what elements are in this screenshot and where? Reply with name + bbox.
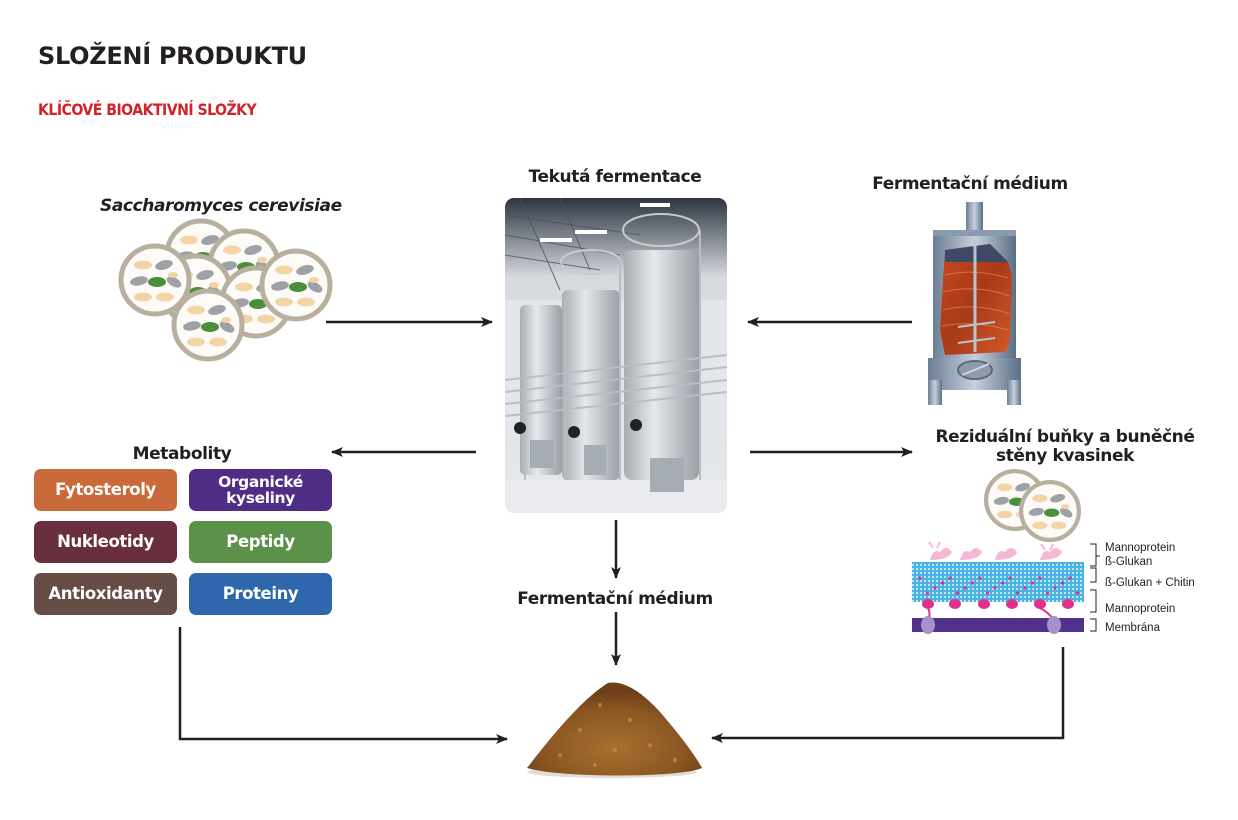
chitin-dot bbox=[1060, 581, 1065, 585]
flow-arrows bbox=[178, 317, 1065, 744]
liquid-fermentation-label: Tekutá fermentace bbox=[528, 167, 702, 187]
metabolite-box-peptidy: Peptidy bbox=[189, 521, 332, 563]
residual-cells-label-line2: stěny kvasinek bbox=[995, 446, 1135, 466]
chitin-dot bbox=[1015, 591, 1020, 595]
chitin-dot bbox=[1008, 576, 1012, 580]
cell-wall-label-glucan: ß-Glukan bbox=[1105, 556, 1153, 568]
chitin-dot bbox=[1053, 586, 1057, 590]
chitin-dot bbox=[1023, 586, 1027, 590]
chitin-dot bbox=[933, 586, 937, 590]
chitin-dot bbox=[948, 576, 952, 580]
chitin-dot bbox=[978, 576, 982, 580]
chitin-dot bbox=[940, 581, 945, 585]
metabolites-label: Metabolity bbox=[132, 444, 232, 464]
yeast-cells-cluster-icon bbox=[121, 221, 330, 359]
yeast-cells-pair-icon bbox=[986, 471, 1079, 540]
section-subtitle: KLÍČOVÉ BIOAKTIVNÍ SLOŽKY bbox=[38, 100, 257, 119]
cell-wall-diagram bbox=[912, 541, 1100, 634]
chitin-dot bbox=[985, 591, 990, 595]
chitin-dot bbox=[1068, 576, 1072, 580]
fermentation-medium-bottom-label: Fermentační médium bbox=[517, 589, 713, 609]
yeast-cell bbox=[174, 291, 242, 359]
fermentation-tanks-photo bbox=[505, 198, 727, 513]
chitin-dot bbox=[925, 591, 930, 595]
metabolite-box-antioxidanty: Antioxidanty bbox=[34, 573, 177, 615]
cell-wall-label-membrane: Membrána bbox=[1105, 622, 1160, 634]
arrow-residual-to-product bbox=[711, 647, 1065, 743]
chitin-dot bbox=[1030, 581, 1035, 585]
chitin-dot bbox=[1075, 591, 1080, 595]
metabolite-box-organicke-kyseliny: Organické kyseliny bbox=[189, 469, 332, 511]
chitin-dot bbox=[1000, 581, 1005, 585]
yeast-cell bbox=[1021, 482, 1079, 540]
chitin-dot bbox=[918, 576, 922, 580]
chitin-dot bbox=[993, 586, 997, 590]
cell-wall-label-mannoprotein-inner: Mannoprotein bbox=[1105, 603, 1176, 615]
bioreactor-vessel-icon bbox=[928, 202, 1021, 405]
metabolite-box-fytosteroly: Fytosteroly bbox=[34, 469, 177, 511]
residual-cells-label: Reziduální buňky a buněčné stěny kvasine… bbox=[900, 428, 1230, 466]
metabolite-box-nukleotidy: Nukleotidy bbox=[34, 521, 177, 563]
residual-cells-label-line1: Reziduální buňky a buněčné bbox=[935, 427, 1195, 447]
chitin-dot bbox=[955, 591, 960, 595]
cell-wall-label-mannoprotein-outer: Mannoprotein bbox=[1105, 542, 1176, 554]
powder-pile-icon bbox=[527, 682, 702, 778]
page-title: SLOŽENÍ PRODUKTU bbox=[38, 42, 307, 70]
chitin-dot bbox=[963, 586, 967, 590]
yeast-label: Saccharomyces cerevisiae bbox=[100, 196, 342, 216]
arrow-metabolites-to-product bbox=[178, 627, 508, 744]
fermentation-medium-top-label: Fermentační médium bbox=[872, 174, 1068, 194]
chitin-dot bbox=[1038, 576, 1042, 580]
chitin-dot bbox=[1045, 591, 1050, 595]
yeast-cell bbox=[262, 251, 330, 319]
cell-wall-label-glucan-chitin: ß-Glukan + Chitin bbox=[1105, 577, 1195, 589]
metabolite-box-proteiny: Proteiny bbox=[189, 573, 332, 615]
chitin-dot bbox=[970, 581, 975, 585]
